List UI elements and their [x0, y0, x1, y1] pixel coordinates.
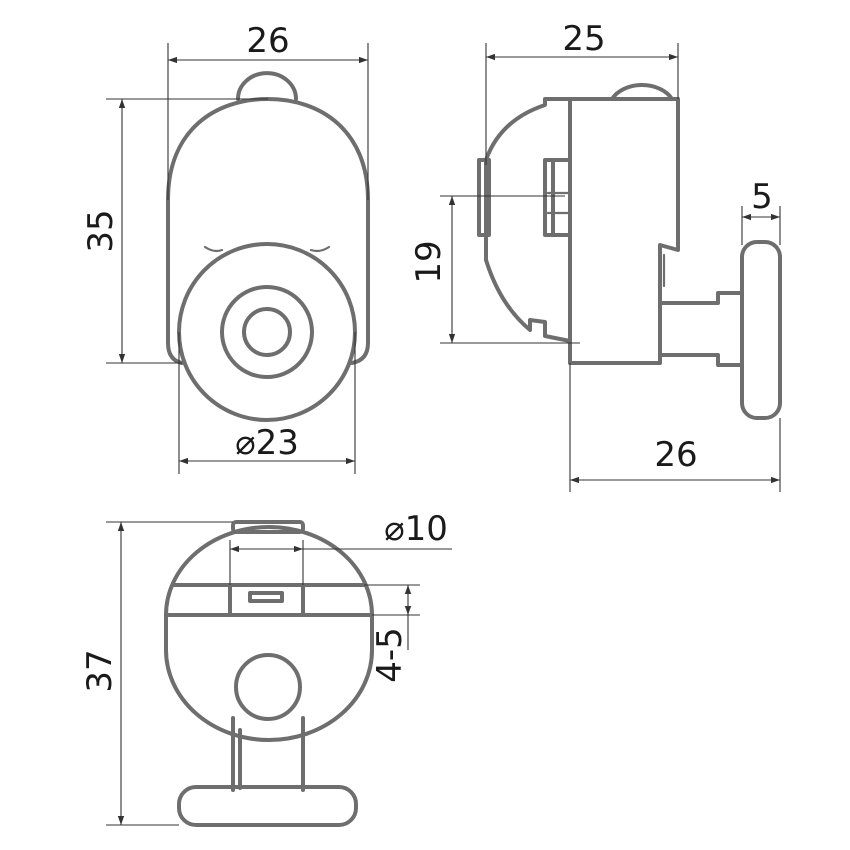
wheel-offset-label: 19 [409, 240, 449, 283]
adjuster-cap [236, 71, 298, 101]
wheel-diameter-label: ⌀23 [235, 423, 299, 463]
stem-button [740, 240, 782, 420]
dim-bore: ⌀10 [229, 509, 452, 585]
depth-label: 25 [562, 19, 605, 59]
side-view: 25 19 5 26 [409, 19, 782, 492]
front-view: 26 35 ⌀23 [81, 21, 370, 474]
dim-depth: 25 [485, 19, 679, 165]
adjuster-cap [610, 83, 674, 101]
bearing-bore [242, 307, 292, 357]
adjustment-label: 4-5 [370, 627, 410, 683]
stem-bore [234, 653, 302, 721]
housing-body [484, 97, 680, 365]
wheel-mount-left [203, 245, 224, 253]
stem-button [177, 785, 358, 827]
stem-shaft [658, 291, 744, 367]
dim-stem: 5 [741, 177, 781, 245]
adjuster-slot [228, 583, 305, 617]
adjuster-cap [231, 520, 305, 534]
dim-wheel-diameter: ⌀23 [178, 332, 356, 474]
stem-shaft [231, 716, 305, 792]
wheel-mount-right [309, 245, 331, 253]
stem-label: 5 [751, 177, 773, 217]
dim-overall: 26 [569, 363, 781, 492]
overall-label: 26 [654, 435, 697, 475]
dim-width: 26 [167, 21, 369, 200]
roller-wheel [177, 242, 357, 422]
upper-housing [164, 525, 374, 617]
dim-wheel-offset: 19 [409, 195, 580, 344]
dim-height: 37 [80, 521, 233, 826]
housing-outline [166, 97, 370, 365]
height-label: 35 [81, 209, 121, 252]
dim-height: 35 [81, 98, 268, 364]
lower-housing [164, 613, 374, 742]
bottom-view: 37 ⌀10 4-5 [80, 509, 452, 827]
height-label: 37 [80, 649, 120, 692]
axle-block [551, 158, 572, 237]
bore-label: ⌀10 [384, 509, 448, 549]
width-label: 26 [246, 21, 289, 61]
wheel-face [477, 158, 491, 237]
dim-adjustment: 4-5 [364, 584, 420, 683]
roller-hub [220, 285, 314, 379]
